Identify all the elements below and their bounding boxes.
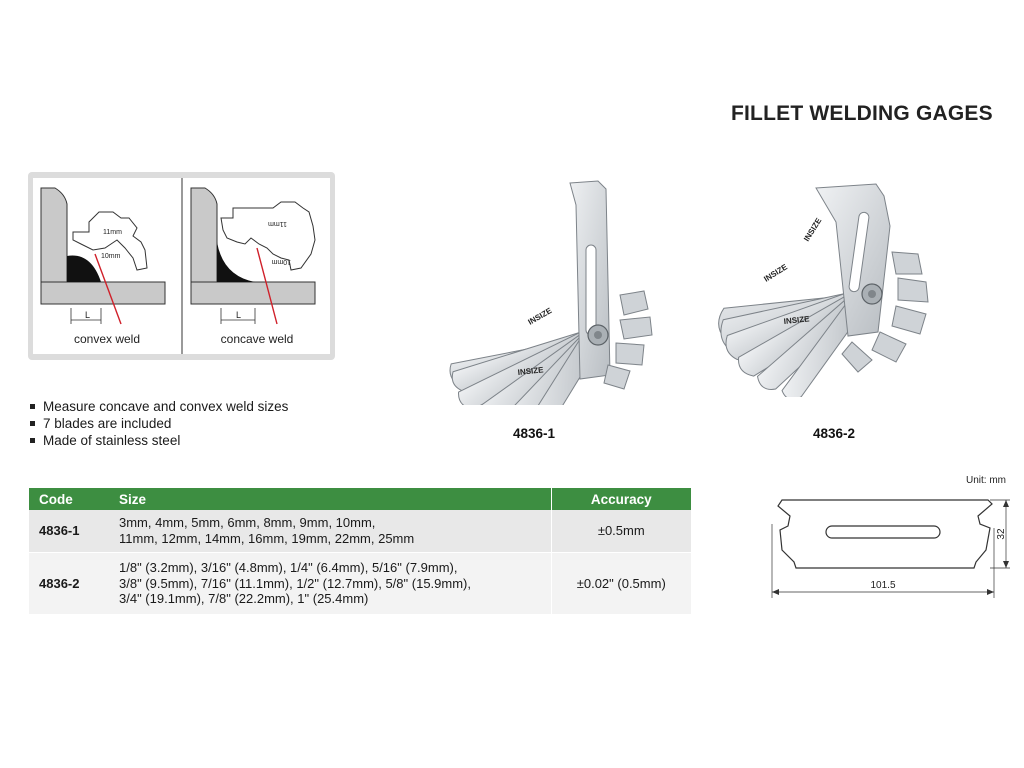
feature-item: 7 blades are included — [28, 415, 288, 432]
cell-accuracy: ±0.02" (0.5mm) — [550, 552, 691, 614]
unit-label: Unit: mm — [966, 475, 1006, 486]
product-image-4836-1: INSIZE INSIZE — [449, 180, 653, 405]
concave-weld-bead — [217, 242, 255, 282]
dim-top-label: 11mm — [268, 220, 287, 227]
dim-mid-label: 10mm — [271, 258, 291, 265]
vertical-plate — [190, 187, 218, 283]
size-line: 1/8" (3.2mm), 3/16" (4.8mm), 1/4" (6.4mm… — [119, 560, 458, 575]
weld-diagram-panel: L 11mm 10mm convex weld L 11mm — [28, 172, 335, 360]
brand-label: INSIZE — [802, 216, 824, 243]
page-title: FILLET WELDING GAGES — [731, 102, 993, 125]
diagram-divider — [181, 178, 183, 354]
size-line: 3/4" (19.1mm), 7/8" (22.2mm), 1" (25.4mm… — [119, 591, 369, 606]
height-dimension-label: 32 — [996, 528, 1007, 540]
blade-dimension-drawing: 32 101.5 — [771, 499, 1010, 598]
dim-base-label: L — [85, 310, 90, 320]
product-image-4836-2: INSIZE INSIZE INSIZE — [718, 183, 929, 397]
base-plate — [40, 281, 166, 305]
gauge-outline — [220, 201, 316, 271]
brand-label: INSIZE — [762, 262, 789, 284]
cell-code: 4836-1 — [29, 510, 109, 553]
header-code: Code — [29, 488, 109, 510]
cell-code: 4836-2 — [29, 552, 109, 614]
blade-slot — [825, 525, 941, 539]
product-code-4836-1: 4836-1 — [513, 426, 556, 441]
table-header-row: Code Size Accuracy — [29, 488, 691, 510]
feature-text: Made of stainless steel — [43, 433, 181, 448]
size-line: 3/8" (9.5mm), 7/16" (11.1mm), 1/2" (12.7… — [119, 575, 471, 591]
cell-size: 1/8" (3.2mm), 3/16" (4.8mm), 1/4" (6.4mm… — [109, 552, 551, 614]
vertical-plate — [40, 187, 68, 283]
header-size: Size — [109, 488, 551, 510]
square-bullet-icon — [30, 404, 35, 409]
length-dimension-label: 101.5 — [870, 580, 895, 591]
measure-line — [256, 247, 278, 325]
dim-mid-label: 10mm — [101, 253, 121, 260]
square-bullet-icon — [30, 421, 35, 426]
table-row: 4836-2 1/8" (3.2mm), 3/16" (4.8mm), 1/4"… — [29, 552, 691, 614]
size-line: 3mm, 4mm, 5mm, 6mm, 8mm, 9mm, 10mm, — [119, 515, 376, 531]
convex-weld-bead — [67, 255, 101, 282]
base-plate — [190, 281, 316, 305]
brand-label: INSIZE — [527, 306, 554, 327]
feature-item: Made of stainless steel — [28, 432, 288, 449]
table-row: 4836-1 3mm, 4mm, 5mm, 6mm, 8mm, 9mm, 10m… — [29, 510, 691, 553]
concave-weld-diagram: L 11mm 10mm concave weld — [183, 178, 331, 354]
brand-label: INSIZE — [517, 365, 544, 377]
header-accuracy: Accuracy — [550, 488, 691, 510]
convex-weld-diagram: L 11mm 10mm convex weld — [33, 178, 181, 354]
dim-top-label: 11mm — [103, 229, 122, 236]
brand-label: INSIZE — [783, 314, 810, 326]
weld-diagram-frame: L 11mm 10mm convex weld L 11mm — [33, 178, 330, 354]
concave-weld-illustration: L 11mm 10mm — [190, 187, 316, 325]
square-bullet-icon — [30, 438, 35, 443]
measure-line — [94, 253, 122, 325]
convex-weld-illustration: L 11mm 10mm — [40, 187, 166, 325]
feature-item: Measure concave and convex weld sizes — [28, 398, 288, 415]
product-code-4836-2: 4836-2 — [813, 426, 856, 441]
convex-weld-caption: convex weld — [73, 332, 141, 346]
size-line: 11mm, 12mm, 14mm, 16mm, 19mm, 22mm, 25mm — [119, 530, 415, 546]
feature-list: Measure concave and convex weld sizes 7 … — [28, 398, 288, 449]
cell-size: 3mm, 4mm, 5mm, 6mm, 8mm, 9mm, 10mm, 11mm… — [109, 510, 551, 553]
cell-accuracy: ±0.5mm — [550, 510, 691, 553]
feature-text: Measure concave and convex weld sizes — [43, 399, 289, 414]
feature-text: 7 blades are included — [43, 416, 172, 431]
gauge-outline — [72, 211, 148, 271]
dim-base-label: L — [236, 310, 241, 320]
concave-weld-caption: concave weld — [220, 332, 294, 346]
spec-table: Code Size Accuracy 4836-1 3mm, 4mm, 5mm,… — [29, 488, 691, 614]
